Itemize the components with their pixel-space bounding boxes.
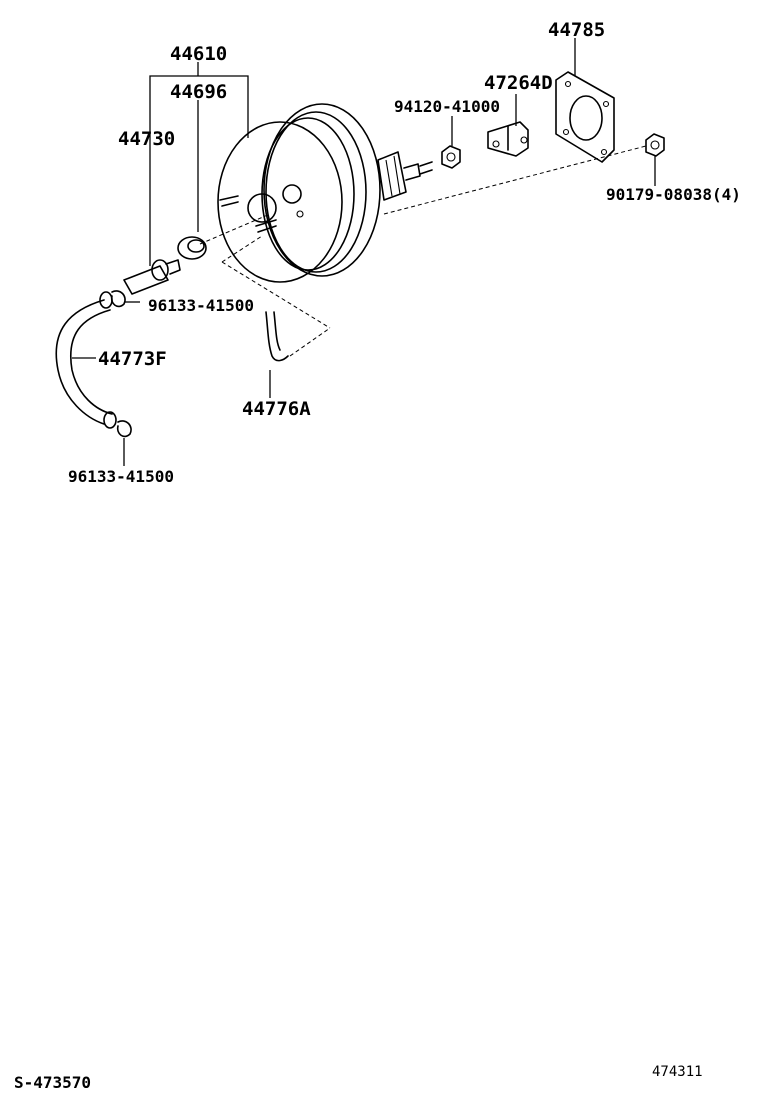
gasket-44785[interactable] (555, 71, 615, 163)
label-44776A: 44776A (242, 398, 311, 420)
brake-booster[interactable] (217, 103, 433, 283)
grommet-44696[interactable] (177, 236, 207, 260)
leader-lines (72, 38, 656, 466)
nut-94120-41000[interactable] (441, 145, 461, 169)
label-94120-41000: 94120-41000 (394, 97, 500, 116)
label-44610: 44610 (170, 43, 227, 65)
hose-clamp-upper[interactable] (110, 290, 126, 308)
hose-clamp-lower[interactable] (116, 420, 132, 438)
label-44730: 44730 (118, 128, 175, 150)
check-valve-44730[interactable] (123, 259, 181, 295)
label-44696: 44696 (170, 81, 227, 103)
label-90179-08038: 90179-08038(4) (606, 185, 741, 204)
footer-left-code: S-473570 (14, 1073, 91, 1092)
vacuum-hose-44776A[interactable] (265, 311, 289, 362)
nut-90179-08038[interactable] (645, 133, 665, 157)
label-96133-41500-lower: 96133-41500 (68, 467, 174, 486)
alignment-lines (199, 145, 647, 357)
bracket-47264D[interactable] (487, 121, 529, 157)
label-47264D: 47264D (484, 72, 553, 94)
label-96133-41500-upper: 96133-41500 (148, 296, 254, 315)
label-44773F: 44773F (98, 348, 167, 370)
label-44785: 44785 (548, 19, 605, 41)
footer-right-code: 474311 (652, 1064, 703, 1080)
